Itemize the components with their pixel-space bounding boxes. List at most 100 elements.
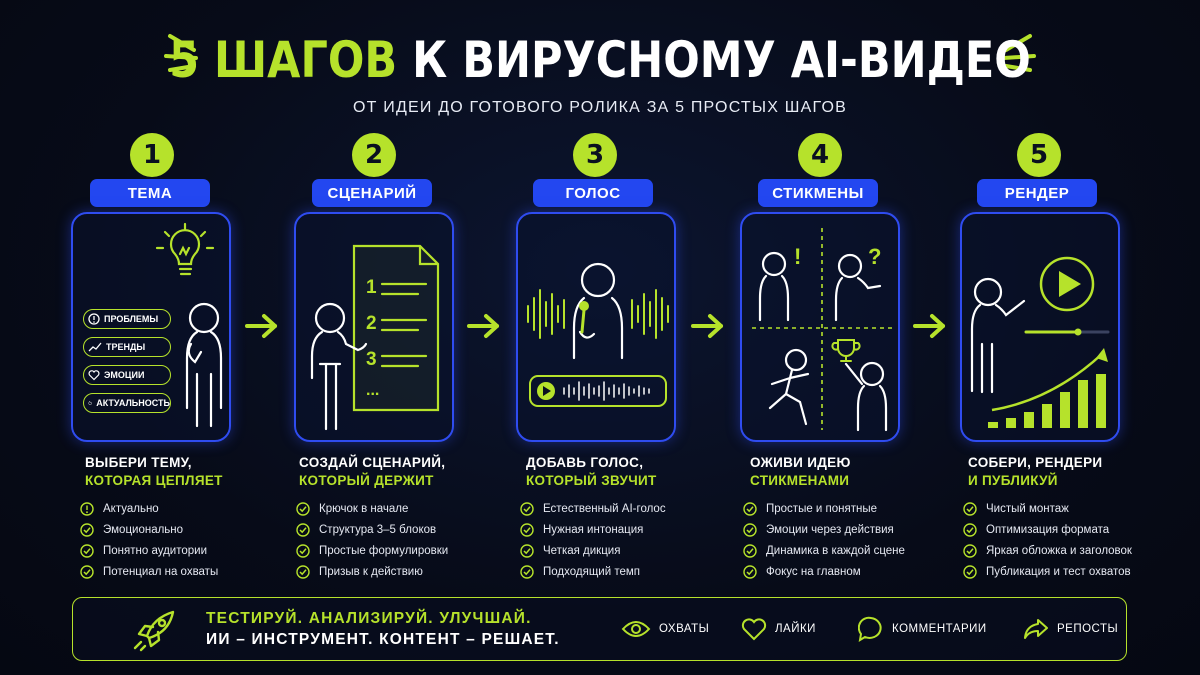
chip-label: АКТУАЛЬНОСТЬ <box>96 398 170 408</box>
list-item: Подходящий темп <box>520 561 720 582</box>
step-label: СЦЕНАРИЙ <box>312 179 432 207</box>
list-item: Эмоции через действия <box>743 519 943 540</box>
check-icon <box>743 522 757 537</box>
idea-illustration <box>155 222 223 428</box>
list-item: Оптимизация формата <box>963 519 1163 540</box>
check-icon <box>963 543 977 558</box>
check-icon <box>743 501 757 516</box>
step-number: 2 <box>352 133 396 177</box>
check-text: Эмоции через действия <box>766 523 894 536</box>
check-text: Естественный AI-голос <box>543 502 666 515</box>
check-text: Потенциал на охваты <box>103 565 219 578</box>
title-accent: 5 ШАГОВ <box>169 31 398 89</box>
check-text: Понятно аудитории <box>103 544 207 557</box>
caption-line1: СОЗДАЙ СЦЕНАРИЙ, <box>299 455 446 470</box>
step-label: ГОЛОС <box>533 179 653 207</box>
list-item: Структура 3–5 блоков <box>296 519 496 540</box>
step-4-checklist: Простые и понятные Эмоции через действия… <box>743 498 943 582</box>
step-number: 3 <box>573 133 617 177</box>
check-text: Чистый монтаж <box>986 502 1069 515</box>
warning-icon <box>88 313 100 325</box>
step-3-panel <box>516 212 676 442</box>
check-icon <box>520 522 534 537</box>
caption-line1: ДОБАВЬ ГОЛОС, <box>526 455 644 470</box>
arrow-right-icon <box>913 314 945 338</box>
arrow-right-icon <box>691 314 723 338</box>
check-icon <box>520 564 534 579</box>
title-rest: К ВИРУСНОМУ AI-ВИДЕО <box>412 31 1031 89</box>
check-icon <box>520 543 534 558</box>
list-item: Четкая дикция <box>520 540 720 561</box>
render-illustration <box>970 256 1110 428</box>
check-text: Простые формулировки <box>319 544 449 557</box>
question-mark: ? <box>868 244 882 269</box>
chip-label: ЭМОЦИИ <box>104 370 145 380</box>
voice-illustration <box>527 262 669 407</box>
check-icon <box>296 501 310 516</box>
chip-emotions: ЭМОЦИИ <box>83 365 171 385</box>
share-icon <box>1024 619 1048 639</box>
caption-line1: ВЫБЕРИ ТЕМУ, <box>85 455 192 470</box>
step-1-caption: ВЫБЕРИ ТЕМУ, КОТОРАЯ ЦЕПЛЯЕТ <box>85 454 285 490</box>
list-item: Динамика в каждой сцене <box>743 540 943 561</box>
caption-line2: КОТОРЫЙ ЗВУЧИТ <box>526 473 657 488</box>
check-icon <box>963 522 977 537</box>
list-item: Эмоционально <box>80 519 280 540</box>
check-text: Призыв к действию <box>319 565 423 578</box>
script-illustration <box>310 244 440 431</box>
check-icon <box>963 564 977 579</box>
list-item: Призыв к действию <box>296 561 496 582</box>
caption-line2: СТИКМЕНАМИ <box>750 473 850 488</box>
comment-icon <box>858 616 882 642</box>
list-item: Яркая обложка и заголовок <box>963 540 1163 561</box>
metric-comments: КОММЕНТАРИИ <box>858 598 987 660</box>
list-item: Простые формулировки <box>296 540 496 561</box>
metric-reach: ОХВАТЫ <box>621 598 709 660</box>
footer-line1: ТЕСТИРУЙ. АНАЛИЗИРУЙ. УЛУЧШАЙ. <box>206 610 532 627</box>
footer-line2: ИИ – ИНСТРУМЕНТ. КОНТЕНТ – РЕШАЕТ. <box>206 631 560 648</box>
exclamation-icon <box>80 501 94 516</box>
step-label: ТЕМА <box>90 179 210 207</box>
doc-number: 1 <box>366 277 377 298</box>
list-item: Понятно аудитории <box>80 540 280 561</box>
metric-label: ЛАЙКИ <box>775 623 816 635</box>
caption-line2: КОТОРЫЙ ДЕРЖИТ <box>299 473 434 488</box>
check-icon <box>296 543 310 558</box>
step-4-panel: ! ? <box>740 212 900 442</box>
heart-icon <box>741 618 767 641</box>
step-5-checklist: Чистый монтаж Оптимизация формата Яркая … <box>963 498 1163 582</box>
chip-label: ПРОБЛЕМЫ <box>104 314 159 324</box>
heart-icon <box>88 370 100 381</box>
stickmen-illustration <box>752 228 892 432</box>
list-item: Публикация и тест охватов <box>963 561 1163 582</box>
metric-label: ОХВАТЫ <box>659 623 710 635</box>
check-text: Простые и понятные <box>766 502 878 515</box>
list-item: Актуально <box>80 498 280 519</box>
spark-right-icon <box>1002 34 1036 72</box>
check-text: Подходящий темп <box>543 565 640 578</box>
list-item: Естественный AI-голос <box>520 498 720 519</box>
list-item: Фокус на главном <box>743 561 943 582</box>
check-text: Публикация и тест охватов <box>986 565 1131 578</box>
caption-line2: И ПУБЛИКУЙ <box>968 473 1058 488</box>
rocket-icon <box>133 610 175 652</box>
caption-line1: СОБЕРИ, РЕНДЕРИ <box>968 455 1103 470</box>
list-item: Нужная интонация <box>520 519 720 540</box>
step-5-caption: СОБЕРИ, РЕНДЕРИ И ПУБЛИКУЙ <box>968 454 1168 490</box>
check-icon <box>296 522 310 537</box>
check-icon <box>80 543 94 558</box>
step-number: 5 <box>1017 133 1061 177</box>
check-icon <box>743 543 757 558</box>
page-subtitle: ОТ ИДЕИ ДО ГОТОВОГО РОЛИКА ЗА 5 ПРОСТЫХ … <box>352 99 847 116</box>
check-text: Нужная интонация <box>543 523 644 536</box>
check-icon <box>80 564 94 579</box>
check-text: Крючок в начале <box>319 502 409 515</box>
chip-relevance: АКТУАЛЬНОСТЬ <box>83 393 171 413</box>
doc-number: 2 <box>366 313 377 334</box>
step-3-checklist: Естественный AI-голос Нужная интонация Ч… <box>520 498 720 582</box>
list-item: Чистый монтаж <box>963 498 1163 519</box>
doc-number: 3 <box>366 349 377 370</box>
check-icon <box>520 501 534 516</box>
check-text: Актуально <box>103 502 159 515</box>
step-5-panel <box>960 212 1120 442</box>
